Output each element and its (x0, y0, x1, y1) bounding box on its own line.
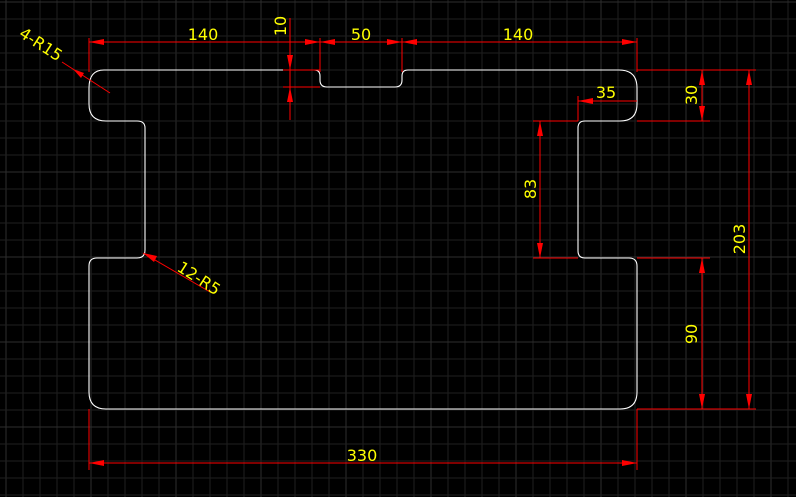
part-outline (88, 69, 638, 410)
dim-label-overall-height: 203 (730, 224, 749, 255)
dim-label-slot-height: 83 (521, 179, 540, 199)
dim-overall-width: 330 (88, 409, 638, 470)
dim-right-tab: 35 (577, 83, 637, 121)
dim-slot-height: 83 (521, 120, 578, 259)
dim-label-right-tab: 35 (596, 83, 616, 102)
dim-label-notch-width: 50 (351, 25, 371, 44)
dim-label-right-top-height: 30 (682, 85, 701, 105)
dim-label-top-left: 140 (188, 25, 219, 44)
dim-label-notch-depth: 10 (271, 16, 290, 36)
dim-bottom-right-height: 90 (637, 257, 710, 409)
dim-overall-height: 203 (637, 69, 756, 410)
dim-label-top-right: 140 (503, 25, 534, 44)
dim-notch-depth: 10 (271, 16, 320, 120)
dim-label-overall-width: 330 (347, 446, 378, 465)
dim-label-bottom-right-height: 90 (682, 324, 701, 344)
dim-top: 140 50 140 (88, 25, 638, 72)
dim-right-top-height: 30 (637, 69, 710, 122)
